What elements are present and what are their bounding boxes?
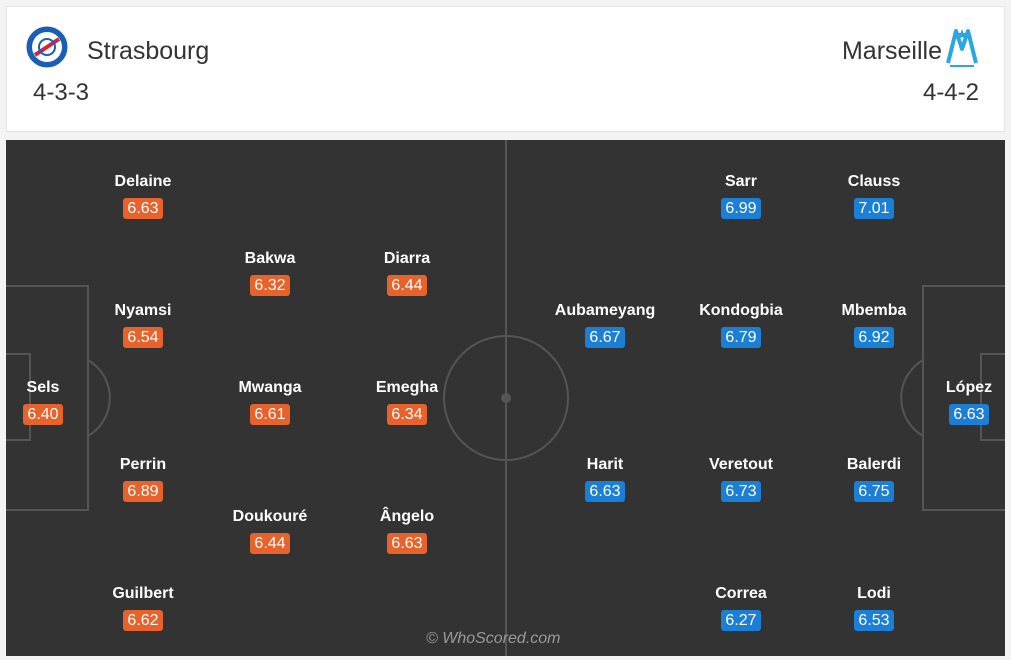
player-name: Kondogbia bbox=[699, 302, 783, 319]
player-name: Veretout bbox=[708, 456, 773, 473]
home-player-nyamsi[interactable]: Nyamsi 6.54 bbox=[83, 301, 203, 348]
player-name: Harit bbox=[586, 456, 624, 473]
player-name: Doukouré bbox=[232, 508, 308, 525]
player-name: López bbox=[945, 379, 993, 396]
player-name: Correa bbox=[715, 585, 767, 602]
home-player-doukoure[interactable]: Doukouré 6.44 bbox=[210, 507, 330, 554]
home-player-diarra[interactable]: Diarra 6.44 bbox=[347, 249, 467, 296]
away-player-clauss[interactable]: Clauss 7.01 bbox=[814, 172, 934, 219]
watermark: © WhoScored.com bbox=[426, 630, 561, 647]
home-player-sels[interactable]: Sels 6.40 bbox=[6, 378, 103, 425]
away-team-name[interactable]: Marseille bbox=[841, 37, 942, 65]
player-rating: 6.44 bbox=[387, 275, 427, 296]
away-player-lodi[interactable]: Lodi 6.53 bbox=[814, 584, 934, 631]
home-team-name[interactable]: Strasbourg bbox=[87, 37, 210, 65]
marseille-crest-icon[interactable] bbox=[940, 25, 984, 69]
home-formation: 4-3-3 bbox=[33, 79, 90, 106]
player-rating: 6.63 bbox=[949, 404, 989, 425]
player-name: Delaine bbox=[114, 173, 172, 190]
away-player-balerdi[interactable]: Balerdi 6.75 bbox=[814, 455, 934, 502]
home-player-guilbert[interactable]: Guilbert 6.62 bbox=[83, 584, 203, 631]
home-player-delaine[interactable]: Delaine 6.63 bbox=[83, 172, 203, 219]
player-name: Diarra bbox=[383, 250, 431, 267]
away-player-aubameyang[interactable]: Aubameyang 6.67 bbox=[545, 301, 665, 348]
player-rating: 6.34 bbox=[387, 404, 427, 425]
player-rating: 6.75 bbox=[854, 481, 894, 502]
player-rating: 7.01 bbox=[854, 198, 894, 219]
away-player-correa[interactable]: Correa 6.27 bbox=[681, 584, 801, 631]
player-rating: 6.53 bbox=[854, 610, 894, 631]
player-name: Balerdi bbox=[846, 456, 902, 473]
pitch-markings bbox=[6, 140, 1005, 656]
player-rating: 6.67 bbox=[585, 327, 625, 348]
player-rating: 6.62 bbox=[123, 610, 163, 631]
player-name: Lodi bbox=[857, 585, 891, 602]
player-rating: 6.99 bbox=[721, 198, 761, 219]
player-rating: 6.32 bbox=[250, 275, 290, 296]
player-rating: 6.63 bbox=[387, 533, 427, 554]
away-player-sarr[interactable]: Sarr 6.99 bbox=[681, 172, 801, 219]
pitch: Delaine 6.63 Nyamsi 6.54 Sels 6.40 Perri… bbox=[6, 140, 1005, 656]
away-player-harit[interactable]: Harit 6.63 bbox=[545, 455, 665, 502]
player-name: Ângelo bbox=[379, 508, 435, 525]
home-player-emegha[interactable]: Emegha 6.34 bbox=[347, 378, 467, 425]
player-rating: 6.63 bbox=[123, 198, 163, 219]
away-player-mbemba[interactable]: Mbemba 6.92 bbox=[814, 301, 934, 348]
away-player-kondogbia[interactable]: Kondogbia 6.79 bbox=[681, 301, 801, 348]
player-rating: 6.63 bbox=[585, 481, 625, 502]
player-name: Emegha bbox=[375, 379, 439, 396]
player-rating: 6.54 bbox=[123, 327, 163, 348]
player-name: Aubameyang bbox=[554, 302, 656, 319]
player-rating: 6.73 bbox=[721, 481, 761, 502]
player-rating: 6.44 bbox=[250, 533, 290, 554]
strasbourg-crest-icon[interactable] bbox=[25, 25, 69, 69]
player-name: Mwanga bbox=[238, 379, 302, 396]
away-formation: 4-4-2 bbox=[922, 79, 979, 106]
home-player-mwanga[interactable]: Mwanga 6.61 bbox=[210, 378, 330, 425]
match-header: Strasbourg 4-3-3 Marseille 4-4-2 bbox=[6, 6, 1005, 132]
player-rating: 6.79 bbox=[721, 327, 761, 348]
player-rating: 6.89 bbox=[123, 481, 163, 502]
home-player-bakwa[interactable]: Bakwa 6.32 bbox=[210, 249, 330, 296]
player-name: Sels bbox=[26, 379, 60, 396]
away-player-veretout[interactable]: Veretout 6.73 bbox=[681, 455, 801, 502]
player-rating: 6.27 bbox=[721, 610, 761, 631]
player-name: Clauss bbox=[847, 173, 901, 190]
away-player-lopez[interactable]: López 6.63 bbox=[909, 378, 1005, 425]
player-rating: 6.92 bbox=[854, 327, 894, 348]
player-rating: 6.40 bbox=[23, 404, 63, 425]
player-name: Guilbert bbox=[112, 585, 174, 602]
player-name: Nyamsi bbox=[114, 302, 172, 319]
player-name: Perrin bbox=[119, 456, 167, 473]
player-name: Mbemba bbox=[841, 302, 907, 319]
player-name: Sarr bbox=[724, 173, 758, 190]
player-rating: 6.61 bbox=[250, 404, 290, 425]
home-player-angelo[interactable]: Ângelo 6.63 bbox=[347, 507, 467, 554]
home-player-perrin[interactable]: Perrin 6.89 bbox=[83, 455, 203, 502]
player-name: Bakwa bbox=[244, 250, 296, 267]
